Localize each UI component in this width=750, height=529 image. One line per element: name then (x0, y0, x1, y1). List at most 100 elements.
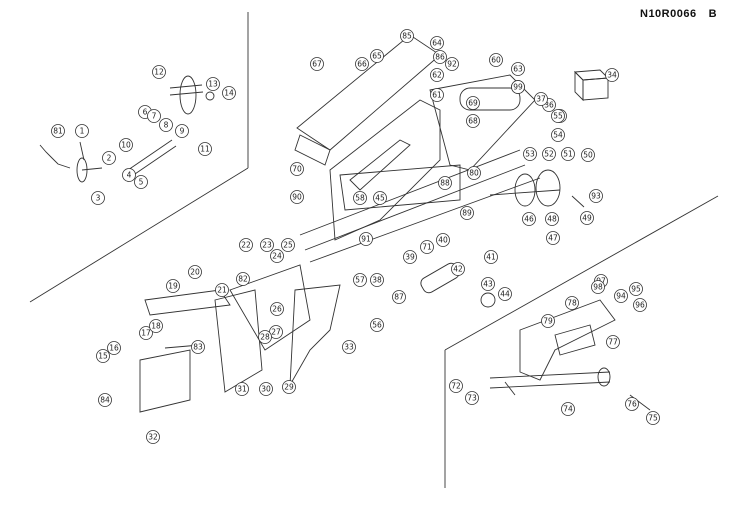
callout-circle (175, 124, 189, 138)
callout-18: 18 (149, 319, 163, 333)
callout-number: 87 (394, 293, 404, 302)
callout-73: 73 (465, 391, 479, 405)
callout-89: 89 (460, 206, 474, 220)
plate-84 (139, 349, 191, 413)
callout-number: 29 (284, 383, 294, 392)
callout-10: 10 (119, 138, 133, 152)
callout-92: 92 (445, 57, 459, 71)
callout-circle (625, 397, 639, 411)
callout-95: 95 (629, 282, 643, 296)
callout-circle (523, 147, 537, 161)
callout-93: 93 (589, 189, 603, 203)
callout-circle (51, 124, 65, 138)
rod-7 (127, 139, 173, 171)
callout-17: 17 (139, 326, 153, 340)
drawing-number-text: N10R0066 (640, 8, 697, 20)
callout-76: 76 (625, 397, 639, 411)
callout-85: 85 (400, 29, 414, 43)
callout-number: 62 (432, 71, 442, 80)
callout-number: 73 (467, 394, 477, 403)
callout-86: 86 (433, 50, 447, 64)
callout-number: 81 (53, 127, 63, 136)
callout-circle (465, 391, 479, 405)
callout-number: 61 (432, 91, 442, 100)
callout-number: 12 (154, 68, 164, 77)
callout-circle (430, 36, 444, 50)
arm-78 (519, 299, 616, 381)
callout-circle (591, 280, 605, 294)
bolt-73-left (504, 381, 516, 396)
callout-circle (355, 57, 369, 71)
callout-number: 5 (139, 178, 144, 187)
callout-number: 90 (292, 193, 302, 202)
callout-circle (561, 402, 575, 416)
slot-77 (554, 324, 596, 356)
callout-8: 8 (159, 118, 173, 132)
callout-number: 1 (80, 127, 85, 136)
callout-number: 23 (262, 241, 272, 250)
callout-circle (589, 189, 603, 203)
callout-number: 50 (583, 151, 593, 160)
callout-circle (449, 379, 463, 393)
callout-14: 14 (222, 86, 236, 100)
callout-number: 13 (208, 80, 218, 89)
callout-80: 80 (467, 166, 481, 180)
callout-88: 88 (438, 176, 452, 190)
callout-circle (451, 262, 465, 276)
callout-number: 39 (405, 253, 415, 262)
callout-circle (433, 50, 447, 64)
callout-number: 88 (440, 179, 450, 188)
callout-circle (122, 168, 136, 182)
bracket-31 (214, 289, 263, 393)
callout-47: 47 (546, 231, 560, 245)
callout-circle (551, 128, 565, 142)
callout-number: 34 (607, 71, 617, 80)
callout-79: 79 (541, 314, 555, 328)
callout-63: 63 (511, 62, 525, 76)
callout-53: 53 (523, 147, 537, 161)
callout-84: 84 (98, 393, 112, 407)
callout-number: 21 (217, 286, 227, 295)
callout-circle (290, 162, 304, 176)
chain-81 (39, 144, 71, 169)
callout-circle (149, 319, 163, 333)
callout-number: 57 (355, 276, 365, 285)
callout-75: 75 (646, 411, 660, 425)
callout-87: 87 (392, 290, 406, 304)
callout-96: 96 (633, 298, 647, 312)
callout-number: 89 (462, 209, 472, 218)
callout-16: 16 (107, 341, 121, 355)
callout-28: 28 (258, 330, 272, 344)
callout-number: 38 (372, 276, 382, 285)
callout-24: 24 (270, 249, 284, 263)
upper-arm-67 (296, 34, 441, 151)
callout-45: 45 (373, 191, 387, 205)
callout-number: 7 (152, 112, 157, 121)
callout-number: 85 (402, 32, 412, 41)
callout-64: 64 (430, 36, 444, 50)
callout-circle (498, 287, 512, 301)
callout-43: 43 (481, 277, 495, 291)
callout-71: 71 (420, 240, 434, 254)
callout-65: 65 (370, 49, 384, 63)
callout-number: 47 (548, 234, 558, 243)
callout-number: 94 (616, 292, 626, 301)
callout-circle (342, 340, 356, 354)
lever-29 (289, 284, 341, 386)
callout-83: 83 (191, 340, 205, 354)
callout-circle (545, 212, 559, 226)
callout-circle (134, 175, 148, 189)
callout-number: 55 (553, 112, 563, 121)
pin-1 (79, 141, 85, 161)
callout-20: 20 (188, 265, 202, 279)
divider-lower-right (444, 195, 719, 351)
callout-number: 28 (260, 333, 270, 342)
callout-number: 53 (525, 150, 535, 159)
callout-number: 36 (544, 101, 554, 110)
callout-circle (258, 330, 272, 344)
callout-circle (91, 191, 105, 205)
disc-12 (179, 75, 197, 115)
callout-number: 82 (238, 275, 248, 284)
callout-68: 68 (466, 114, 480, 128)
callout-number: 84 (100, 396, 110, 405)
